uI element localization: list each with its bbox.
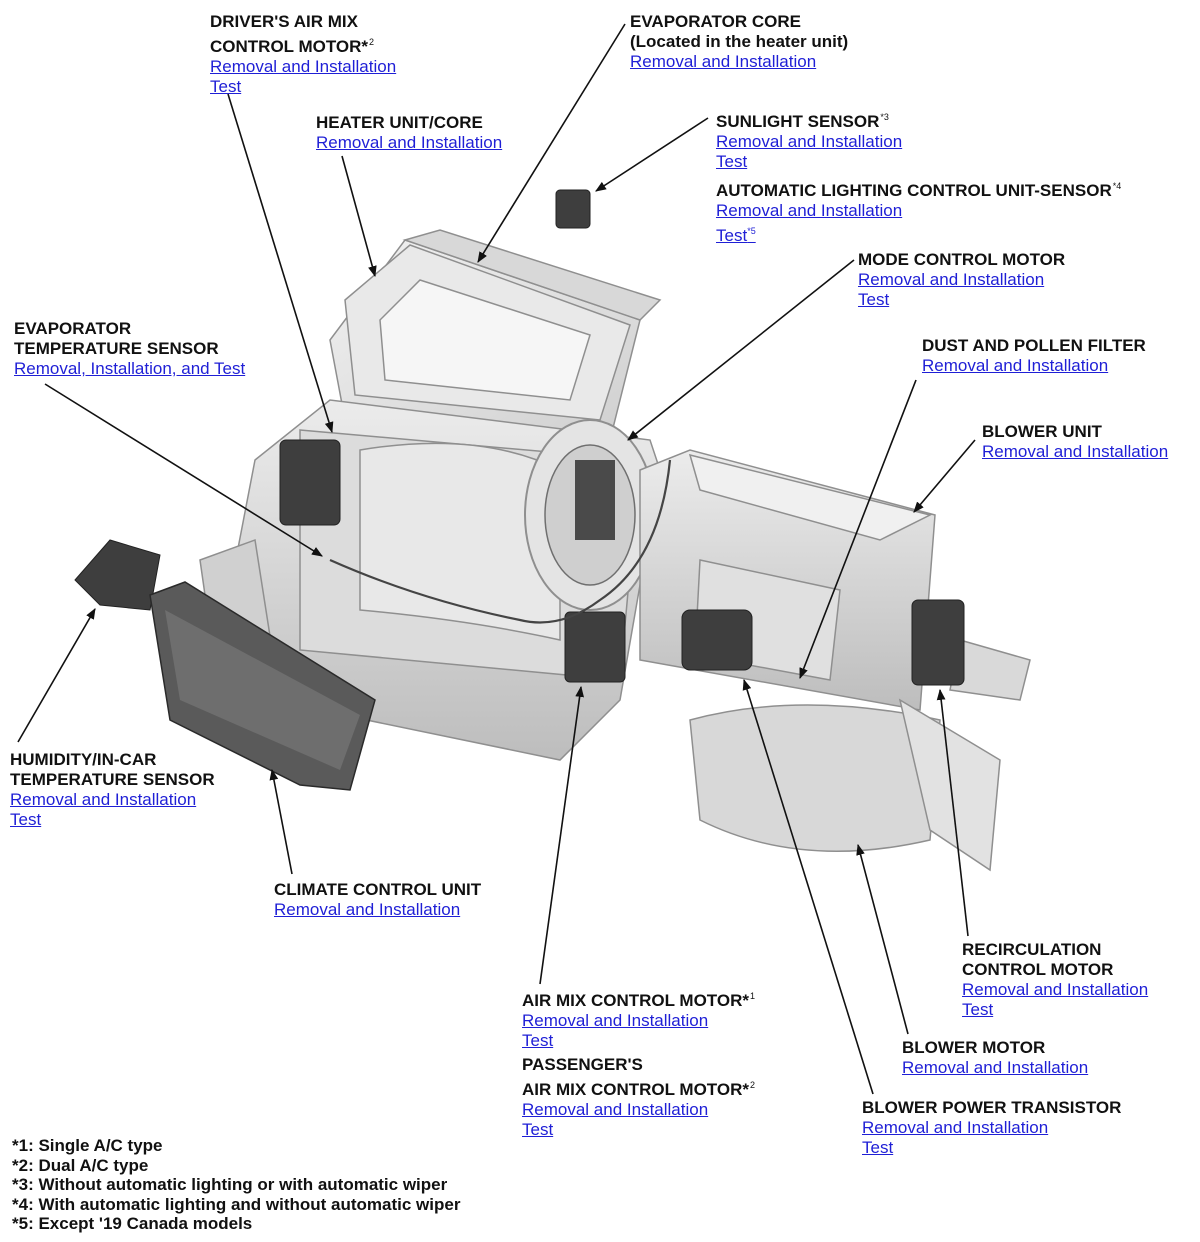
callout-mode-control-motor: MODE CONTROL MOTOR Removal and Installat… [858, 250, 1065, 310]
removal-installation-link[interactable]: Removal and Installation [902, 1058, 1089, 1077]
motor-parts [74, 189, 965, 686]
callout-humidity-sensor: HUMIDITY/IN-CAR TEMPERATURE SENSOR Remov… [10, 750, 215, 830]
climate-control-unit [149, 581, 376, 791]
test-link[interactable]: Test [522, 1120, 554, 1139]
removal-installation-link[interactable]: Removal and Installation [716, 132, 903, 151]
removal-installation-link[interactable]: Removal and Installation [522, 1100, 709, 1119]
wiring-harness [329, 459, 672, 624]
footnote: *3: Without automatic lighting or with a… [12, 1175, 448, 1194]
title-line: AIR MIX CONTROL MOTOR*1 [522, 991, 756, 1010]
removal-installation-link[interactable]: Removal and Installation [862, 1118, 1049, 1137]
callout-evaporator-core: EVAPORATOR CORE (Located in the heater u… [630, 12, 848, 72]
callout-heater-unit-core: HEATER UNIT/CORE Removal and Installatio… [316, 113, 502, 153]
callout-blower-power-transistor: BLOWER POWER TRANSISTOR Removal and Inst… [862, 1098, 1121, 1158]
title-line: DUST AND POLLEN FILTER [922, 336, 1146, 355]
footnote: *4: With automatic lighting and without … [12, 1194, 461, 1214]
removal-installation-link[interactable]: Removal and Installation [274, 900, 461, 919]
title-line: BLOWER MOTOR [902, 1038, 1046, 1057]
title-line: CONTROL MOTOR*2 [210, 37, 375, 56]
title-line: (Located in the heater unit) [630, 32, 849, 51]
title-line: EVAPORATOR [14, 319, 132, 338]
leader-lines [17, 23, 976, 1095]
test-link[interactable]: Test [962, 1000, 994, 1019]
heater-unit-body [329, 229, 662, 441]
footnote: *1: Single A/C type [12, 1136, 163, 1155]
removal-installation-link[interactable]: Removal and Installation [858, 270, 1045, 289]
footnotes: *1: Single A/C type *2: Dual A/C type *3… [12, 1136, 460, 1234]
callout-blower-unit: BLOWER UNIT Removal and Installation [982, 422, 1168, 462]
title-line: MODE CONTROL MOTOR [858, 250, 1066, 269]
title-line: SUNLIGHT SENSOR*3 [716, 112, 889, 131]
removal-installation-link[interactable]: Removal and Installation [982, 442, 1169, 461]
mode-motor-ring [524, 419, 656, 611]
callout-climate-control-unit: CLIMATE CONTROL UNIT Removal and Install… [274, 880, 481, 920]
test-link[interactable]: Test [210, 77, 242, 96]
removal-installation-link[interactable]: Removal and Installation [210, 57, 397, 76]
title-line: RECIRCULATION [962, 940, 1102, 959]
title-line: CLIMATE CONTROL UNIT [274, 880, 482, 899]
removal-installation-link[interactable]: Removal and Installation [716, 201, 903, 220]
footnote: *5: Except '19 Canada models [12, 1214, 253, 1233]
title-line: DRIVER'S AIR MIX [210, 12, 358, 31]
test-link[interactable]: Test [522, 1031, 554, 1050]
callout-blower-motor: BLOWER MOTOR Removal and Installation [902, 1038, 1088, 1078]
title-line: HEATER UNIT/CORE [316, 113, 483, 132]
removal-installation-link[interactable]: Removal and Installation [10, 790, 197, 809]
callout-air-mix-control-motor: AIR MIX CONTROL MOTOR*1 Removal and Inst… [522, 986, 755, 1140]
removal-installation-link[interactable]: Removal and Installation [522, 1011, 709, 1030]
footnote: *2: Dual A/C type [12, 1155, 149, 1175]
removal-installation-link[interactable]: Removal and Installation [630, 52, 817, 71]
title-line: EVAPORATOR CORE [630, 12, 801, 31]
removal-installation-link[interactable]: Removal and Installation [962, 980, 1149, 999]
title-line: BLOWER POWER TRANSISTOR [862, 1098, 1122, 1117]
callout-evaporator-temp-sensor: EVAPORATOR TEMPERATURE SENSOR Removal, I… [14, 319, 245, 379]
removal-installation-link[interactable]: Removal and Installation [316, 133, 503, 152]
blower-unit-body [639, 449, 1031, 872]
callout-drivers-air-mix-motor: DRIVER'S AIR MIX CONTROL MOTOR*2 Removal… [210, 12, 396, 97]
passenger-title-line: AIR MIX CONTROL MOTOR*2 [522, 1080, 756, 1099]
callout-sunlight-sensor: SUNLIGHT SENSOR*3 Removal and Installati… [716, 107, 1121, 246]
removal-installation-link[interactable]: Removal and Installation [922, 356, 1109, 375]
passenger-title-line: PASSENGER'S [522, 1055, 643, 1074]
callout-dust-pollen-filter: DUST AND POLLEN FILTER Removal and Insta… [922, 336, 1146, 376]
auto-lighting-title: AUTOMATIC LIGHTING CONTROL UNIT-SENSOR*4 [716, 181, 1122, 200]
title-line: HUMIDITY/IN-CAR [10, 750, 157, 769]
title-line: TEMPERATURE SENSOR [14, 339, 219, 358]
callout-recirculation-motor: RECIRCULATION CONTROL MOTOR Removal and … [962, 940, 1148, 1020]
title-line: BLOWER UNIT [982, 422, 1102, 441]
title-line: CONTROL MOTOR [962, 960, 1114, 979]
test-link[interactable]: Test [858, 290, 890, 309]
test-link[interactable]: Test*5 [716, 226, 756, 245]
removal-installation-test-link[interactable]: Removal, Installation, and Test [14, 359, 246, 378]
test-link[interactable]: Test [10, 810, 42, 829]
test-link[interactable]: Test [716, 152, 748, 171]
test-link[interactable]: Test [862, 1138, 894, 1157]
title-line: TEMPERATURE SENSOR [10, 770, 215, 789]
